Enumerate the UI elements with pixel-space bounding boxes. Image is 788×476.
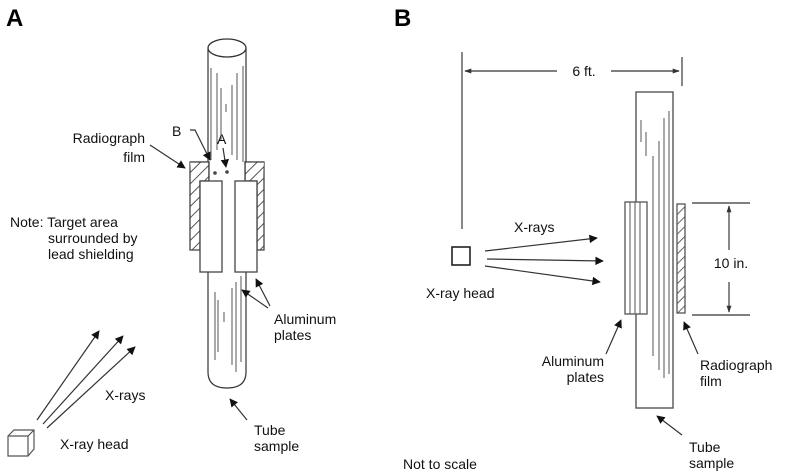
aluminum-plates-label-a-line2: plates [274,327,311,343]
note-line1: Note: Target area [10,214,118,230]
panel-b: B 6 ft. [394,5,772,472]
scale-note: Not to scale [403,456,477,472]
panel-a-label: A [6,5,23,32]
radiograph-film-arrow-b [683,321,699,355]
tube-sample-arrow-a [229,398,248,421]
x-ray-head-square-icon [451,246,471,266]
radiograph-film-arrow-a [149,144,186,169]
aluminum-plates-label-a-line1: Aluminum [274,311,336,327]
radiograph-film-label-a-line2: film [123,149,145,165]
radiograph-film-label-b-line2: film [700,373,722,389]
target-point-b [213,171,217,175]
distance-label: 6 ft. [572,63,595,79]
x-rays-label-a: X-rays [105,387,145,403]
x-rays-label-b: X-rays [514,219,554,235]
x-ray-head-label-a: X-ray head [60,436,128,452]
point-b-label: B [172,123,181,139]
x-ray-beams-a [36,330,136,429]
note-line3: lead shielding [48,246,134,262]
aluminum-plates-a [199,180,258,273]
tube-sample-label-b-line1: Tube [689,439,721,455]
plate-span-dimension [692,202,750,316]
point-a-label: A [217,131,227,147]
radiograph-film-b [676,203,686,314]
panel-b-label: B [394,5,411,32]
tube-sample-label-a-line2: sample [254,438,299,454]
radiograph-film-label-b-line1: Radiograph [700,357,772,373]
aluminum-plates-b [624,201,654,315]
tube-sample-arrow-b [656,415,683,436]
radiograph-film-label-a-line1: Radiograph [73,130,145,146]
note-line2: surrounded by [48,230,138,246]
plate-span-label: 10 in. [714,255,748,271]
aluminum-arrow-a-1 [241,289,269,309]
aluminum-arrow-a-2 [255,278,271,307]
panel-a: A [6,5,336,457]
x-ray-head-label-b: X-ray head [426,285,494,301]
point-a-arrow [220,147,229,168]
tube-sample-label-b-line2: sample [689,455,734,471]
aluminum-arrow-b [605,319,622,355]
tube-sample-label-a-line1: Tube [254,422,286,438]
target-point-a [225,170,229,174]
x-ray-head-cube-icon [7,429,35,457]
aluminum-plates-label-b-line2: plates [567,369,604,385]
x-ray-beams-b [484,234,604,286]
point-b-arrow [190,129,211,161]
distance-dimension [461,52,683,229]
tube-sample-a [207,38,247,389]
aluminum-plates-label-b-line1: Aluminum [542,353,604,369]
